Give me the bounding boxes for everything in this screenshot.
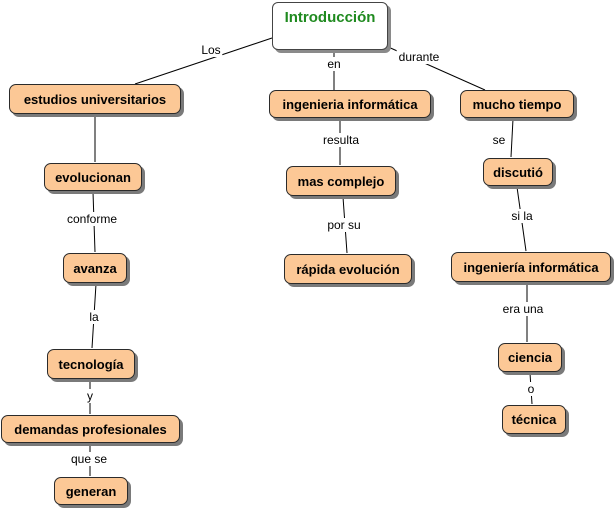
node-ciencia[interactable]: ciencia <box>498 343 562 372</box>
node-rapida-evolucion[interactable]: rápida evolución <box>284 254 412 284</box>
link-label-la: la <box>87 310 101 324</box>
link-label-o: o <box>525 382 537 396</box>
node-label: rápida evolución <box>296 261 400 277</box>
root-node-introduccion[interactable]: Introducción <box>272 2 388 50</box>
node-label: demandas profesionales <box>14 421 167 437</box>
node-ingenieria-informatica-1[interactable]: ingenieria informática <box>269 90 431 118</box>
node-label: mas complejo <box>297 173 385 189</box>
node-estudios-universitarios[interactable]: estudios universitarios <box>9 84 181 114</box>
node-label: tecnología <box>58 356 124 372</box>
node-mucho-tiempo[interactable]: mucho tiempo <box>460 90 574 118</box>
node-discutio[interactable]: discutió <box>483 158 553 186</box>
link-label-que-se: que se <box>68 452 110 466</box>
node-tecnologia[interactable]: tecnología <box>47 349 135 379</box>
node-label: generan <box>65 483 117 499</box>
link-label-en: en <box>325 57 343 71</box>
link-label-conforme: conforme <box>64 212 120 226</box>
line-mucho-discutio <box>510 118 514 158</box>
link-label-y: y <box>85 389 95 403</box>
node-evolucionan[interactable]: evolucionan <box>44 163 142 191</box>
node-label: evolucionan <box>55 169 131 185</box>
link-label-durante: durante <box>396 50 442 64</box>
line-root-los <box>134 37 273 85</box>
link-label-los: Los <box>199 43 223 57</box>
root-node-label: Introducción <box>284 9 376 26</box>
node-avanza[interactable]: avanza <box>63 253 127 283</box>
node-label: mucho tiempo <box>472 96 562 112</box>
node-demandas-profesionales[interactable]: demandas profesionales <box>1 415 180 443</box>
link-label-se: se <box>490 133 508 147</box>
link-label-era-una: era una <box>500 302 546 316</box>
node-label: avanza <box>73 260 117 276</box>
node-mas-complejo[interactable]: mas complejo <box>286 166 396 196</box>
node-label: discutió <box>493 164 543 180</box>
node-label: técnica <box>511 412 557 427</box>
node-label: ingenieria informática <box>282 96 418 112</box>
node-label: ingeniería informática <box>463 259 599 275</box>
node-generan[interactable]: generan <box>54 477 128 505</box>
node-label: ciencia <box>507 350 553 365</box>
link-label-resulta: resulta <box>320 133 362 147</box>
node-ingenieria-informatica-2[interactable]: ingeniería informática <box>451 252 611 282</box>
node-label: estudios universitarios <box>23 91 167 107</box>
link-label-si-la: si la <box>509 209 535 223</box>
link-label-por-su: por su <box>325 218 363 232</box>
node-tecnica[interactable]: técnica <box>502 405 566 434</box>
